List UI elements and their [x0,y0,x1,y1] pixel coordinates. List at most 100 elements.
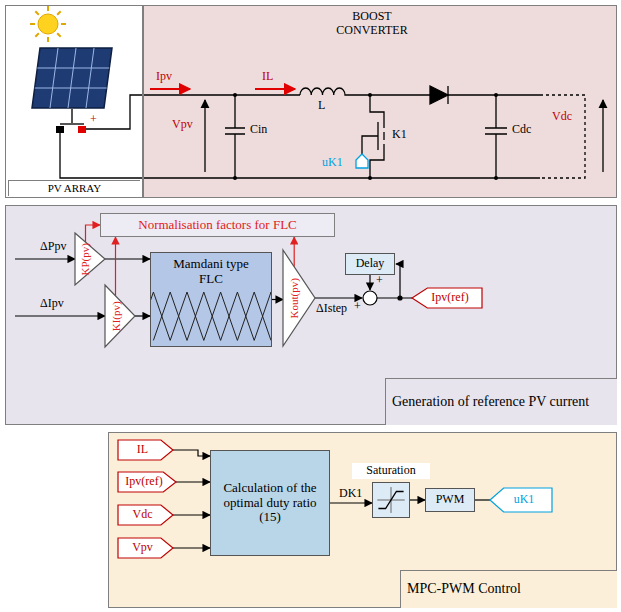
signal-label: ΔPpv [40,240,66,254]
boost-circuit [448,86,540,104]
node-text: Kout(pv) [288,278,301,318]
saturation-curve [373,483,409,517]
boost-circuit [368,93,372,97]
connector [272,299,283,300]
node-text: Saturation [366,464,415,478]
boost-circuit [430,86,448,104]
connector [86,225,101,242]
tag-outline [412,288,482,308]
boost-circuit [225,95,245,178]
node-text: Normalisation factors for FLC [138,218,297,233]
boost-circuit [494,93,498,97]
boost-circuit [204,100,205,172]
boost-circuit [602,100,603,172]
boost-circuit [86,95,300,129]
saturation-axes [377,487,404,513]
membership-triangle [170,292,204,340]
node-text: KP(pv) [79,243,92,275]
fuzzy-wiring [15,258,75,259]
connector [173,514,210,515]
boost-circuit [233,93,498,180]
pv-array-panel: PV ARRAY [5,5,143,198]
text-wrap: KP(pv) [75,233,96,285]
connector [330,502,372,503]
panel-fill [143,5,617,198]
text-wrap: PWM [426,489,474,511]
signal-label: ΔIstep [316,302,347,316]
node-text: Vpv [132,541,153,555]
connector [173,547,210,548]
node-text: KI(pv) [109,301,122,331]
boost-converter-panel: BOOST CONVERTER [143,5,617,198]
boost-circuit [233,93,237,97]
connector [135,315,150,316]
fuzzy-wiring [15,315,105,316]
gain-triangle: Kout(pv) [283,250,315,346]
signal-label: L [318,99,325,113]
tag-outline [118,472,176,492]
signal-tag: Ipv(ref) [412,288,482,308]
signal-tag: IL [118,440,173,460]
text-wrap: Saturation [352,463,430,479]
pv-panel-illustration [56,126,64,133]
membership-triangle [204,292,238,340]
text-wrap: MPC-PWM Control [400,570,617,608]
signal-label: Vdc [552,110,572,124]
tag-outline [105,285,135,347]
normalisation-box: Normalisation factors for FLC [100,213,335,237]
tag-outline [490,488,552,512]
gain-triangle: KP(pv) [75,233,105,285]
tag-outline [283,250,315,346]
signal-tag: Vdc [118,505,173,525]
signal-tag: uK1 [490,488,552,512]
panel-fill [5,205,617,425]
pv-panel-illustration [38,14,58,34]
edge-label: DK1 [339,487,362,501]
text-wrap: Ipv(ref) [412,288,482,308]
panel-fills [5,5,617,608]
pwm-box: PWM [425,488,475,512]
signal-tag: Vpv [118,538,173,558]
saturation-line [378,492,403,509]
signal-label: ΔIpv [40,297,64,311]
node-text: PWM [436,493,465,507]
signal-label: Ipv [156,70,172,84]
reference-current-panel: Generation of reference PV currentNormal… [5,205,617,425]
connector [173,450,210,456]
panel-fill [108,432,617,608]
boost-circuit [60,133,540,178]
connector [475,499,490,500]
signal-tag: Ipv(ref) [118,472,176,492]
signal-label: + [354,300,361,314]
fuzzy-wiring [398,296,402,300]
duty-ratio-box: Calculation of the optimal duty ratio (1… [210,450,330,556]
gain-triangle: KI(pv) [105,285,135,347]
membership-triangle [254,292,271,340]
text-wrap: Normalisation factors for FLC [101,214,334,236]
membership-triangle [221,292,255,340]
text-wrap: Vdc [118,505,173,525]
boost-circuit [494,176,498,180]
boost-circuit [356,154,368,168]
boost-circuit [368,176,372,180]
node-text: Delay [356,257,385,271]
text-wrap: Vpv [118,538,173,558]
pv-panel-illustration [35,48,110,108]
pv-panel-illustration [30,6,112,133]
membership-triangle [187,292,221,340]
boost-circuit [300,88,430,95]
signal-label: + [376,274,383,288]
connector [294,237,295,267]
node-text: IL [137,443,148,457]
membership-triangle [237,292,271,340]
text-wrap: Mamdani type FLC [160,256,262,288]
text-wrap: Delay [346,254,394,274]
node-text: Mamdani type FLC [160,257,262,287]
signal-label: IL [262,70,273,84]
text-wrap: KI(pv) [105,285,126,347]
node-text: Ipv(ref) [431,291,468,305]
membership-triangle [153,292,187,340]
text-wrap: Calculation of the optimal duty ratio (1… [211,451,329,555]
node-text: Ipv(ref) [125,475,162,489]
